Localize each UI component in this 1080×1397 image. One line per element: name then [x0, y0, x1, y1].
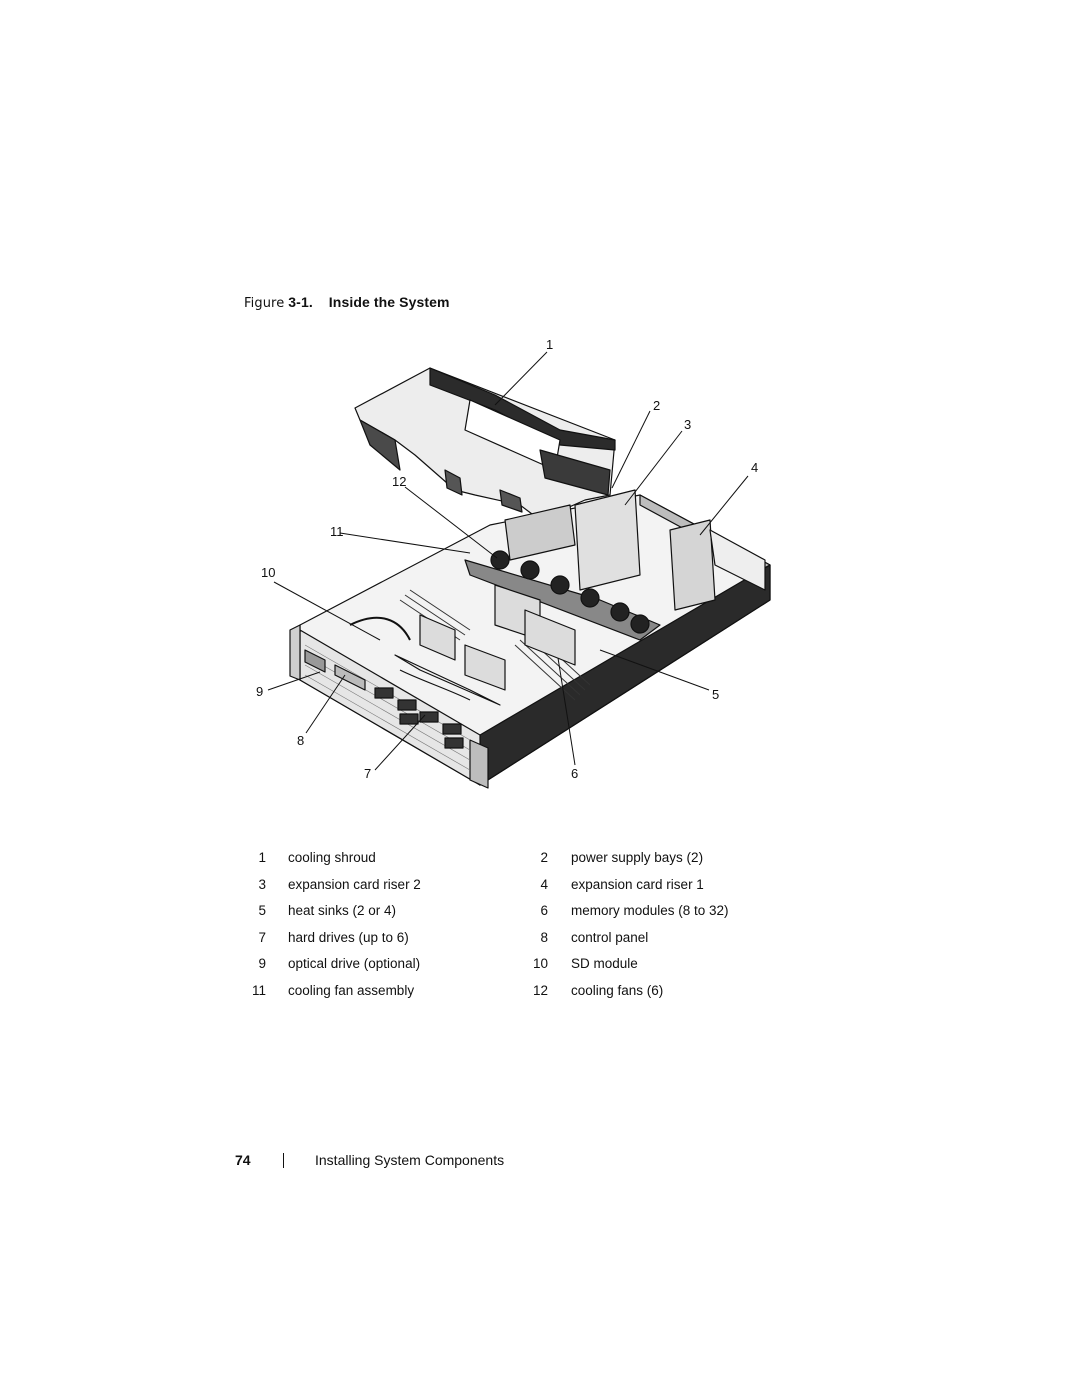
- legend-number: 11: [251, 983, 266, 998]
- callout-7: 7: [364, 766, 372, 781]
- page-number: 74: [235, 1152, 251, 1168]
- legend-number: 3: [258, 877, 266, 892]
- callout-6: 6: [571, 766, 579, 781]
- legend-label: control panel: [571, 930, 649, 945]
- legend-label: expansion card riser 2: [288, 877, 421, 892]
- legend-label: expansion card riser 1: [571, 877, 704, 892]
- legend-label: SD module: [571, 956, 638, 971]
- section-title: Installing System Components: [315, 1152, 505, 1168]
- legend-row: 1 cooling shroud 2 power supply bays (2): [250, 850, 750, 870]
- legend-label: cooling shroud: [288, 850, 376, 865]
- footer-divider: [283, 1153, 284, 1168]
- callout-11: 11: [330, 524, 344, 539]
- legend-number: 4: [540, 877, 548, 892]
- legend-number: 8: [540, 930, 548, 945]
- legend-row: 5 heat sinks (2 or 4) 6 memory modules (…: [250, 903, 750, 923]
- legend-label: optical drive (optional): [288, 956, 421, 971]
- legend-row: 7 hard drives (up to 6) 8 control panel: [250, 930, 750, 950]
- legend-row: 11 cooling fan assembly 12 cooling fans …: [250, 983, 750, 1003]
- legend-label: heat sinks (2 or 4): [288, 903, 397, 918]
- legend-label: cooling fans (6): [571, 983, 664, 998]
- legend-label: cooling fan assembly: [288, 983, 415, 998]
- legend-label: power supply bays (2): [571, 850, 704, 865]
- chassis-drawing: [289, 489, 771, 789]
- legend-number: 5: [258, 903, 266, 918]
- cooling-shroud-drawing: [354, 367, 616, 521]
- figure-caption-title: Inside the System: [328, 294, 450, 310]
- callout-9: 9: [256, 684, 264, 699]
- legend-label: hard drives (up to 6): [288, 930, 409, 945]
- callout-4: 4: [751, 460, 759, 475]
- legend-number: 1: [258, 850, 266, 865]
- callout-1: 1: [546, 337, 554, 352]
- legend-number: 6: [540, 903, 548, 918]
- legend-number: 12: [532, 983, 548, 998]
- legend-number: 2: [540, 850, 548, 865]
- callout-3: 3: [684, 417, 692, 432]
- figure-caption-number: 3-1.: [288, 294, 313, 310]
- figure-caption: Figure 3-1. Inside the System: [244, 294, 450, 311]
- legend-number: 7: [258, 930, 266, 945]
- legend-row: 3 expansion card riser 2 4 expansion car…: [250, 877, 750, 897]
- callout-leaders: [267, 351, 749, 771]
- legend-number: 9: [258, 956, 266, 971]
- callout-12: 12: [392, 474, 407, 489]
- figure-caption-prefix: Figure: [244, 296, 285, 311]
- callout-5: 5: [712, 687, 720, 702]
- legend-label: memory modules (8 to 32): [571, 903, 729, 918]
- callout-10: 10: [261, 565, 276, 580]
- legend-number: 10: [532, 956, 548, 971]
- legend-row: 9 optical drive (optional) 10 SD module: [250, 956, 750, 976]
- callout-8: 8: [297, 733, 305, 748]
- callout-2: 2: [653, 398, 661, 413]
